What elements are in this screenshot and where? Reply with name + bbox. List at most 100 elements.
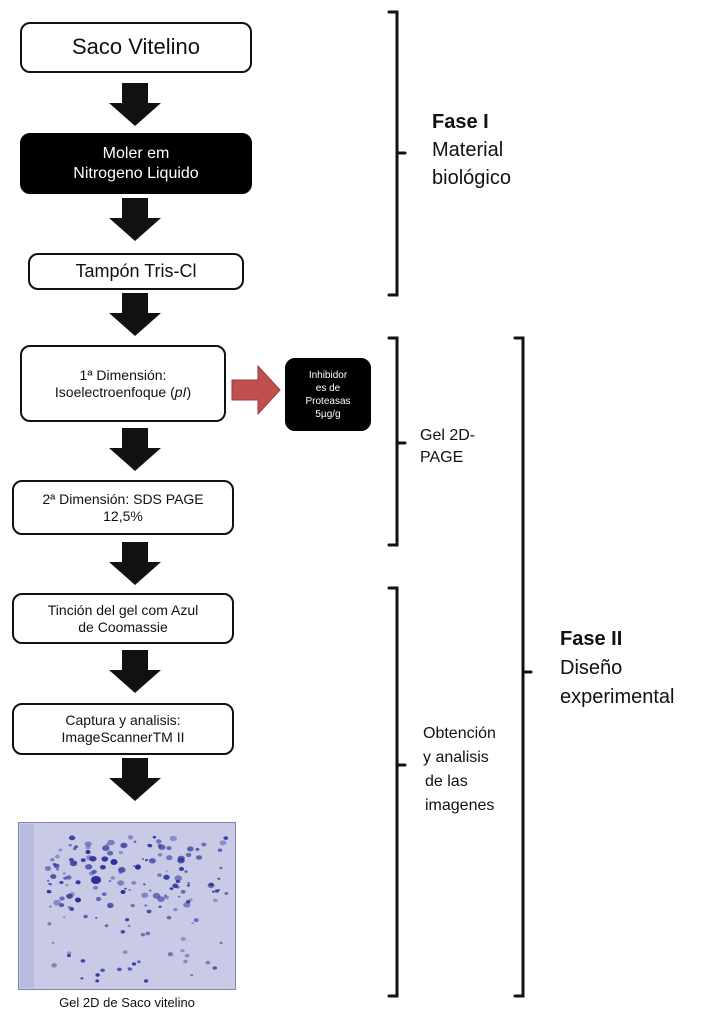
gel-spot [124,887,127,890]
bracket-fase1 [387,10,407,297]
gel-spot [189,898,193,902]
gel-spot [127,924,131,928]
gel-spot [186,884,190,887]
gel-spot [47,922,52,926]
gel-spot [118,867,126,873]
gel-spot [118,850,124,855]
gel-spot [127,967,131,970]
down-arrow-3 [109,293,161,336]
step-tampon: Tampón Tris-Cl [28,253,244,290]
gel-spot [149,889,152,892]
gel-spot [130,904,135,908]
gel-spot [132,865,136,867]
gel-spot [180,936,186,942]
gel-spot [140,933,146,937]
fase1-label: Fase I Material biológico [432,111,511,189]
gel-spot [75,880,81,885]
gel-spot [52,863,56,866]
gel-spot [128,889,131,891]
gel-spot [158,846,161,848]
gel-spot [214,889,220,893]
gel-spot [158,905,162,908]
gel-spot [49,891,52,894]
gel-spot [120,842,128,849]
step-primera-dimension: 1ª Dimensión: Isoelectroenfoque (pI) [20,345,226,422]
gel-spot [84,841,92,847]
gel-spot [166,855,173,861]
gel-spot [164,894,167,897]
gel-spot [53,899,61,906]
gel-spot [157,843,162,847]
gel-spot [195,847,200,852]
gel-caption: Gel 2D de Saco vitelino [59,995,195,1010]
gel-spot [219,941,223,945]
dim1-line2: Isoelectroenfoque (pI) [54,383,192,400]
gel-spot [59,896,65,901]
gel-spot [107,850,114,856]
gel-spot [183,959,188,964]
gel-spot [65,875,72,880]
gel-spot [219,866,223,870]
gel-spot [212,898,218,903]
gel-spot [74,845,78,849]
gel-spot [69,907,75,911]
gel-spot [141,858,145,860]
gel-spot [131,881,137,885]
gel-spot [146,909,152,914]
gel-spot [46,879,50,882]
gel-spot [177,855,185,862]
gel-spot [101,892,107,896]
gel-spot [99,865,106,870]
gel-spot-large [91,876,101,884]
gel-spot [50,874,57,879]
gel-spot [80,977,84,980]
gel-spot [143,979,149,983]
gel-spot [187,846,194,852]
gel-spot [164,895,169,900]
gel-spot [80,858,86,863]
gel-spot [193,918,199,923]
gel-spot [55,854,60,859]
step-tincion: Tinción del gel com Azul de Coomassie [12,593,234,644]
gel-spot [95,917,98,919]
inhibitor-box: Inhibidor es de Proteasas 5µg/g [285,358,371,431]
gel-spot-large [120,890,126,894]
gel-spot [128,967,133,971]
gel-spot [176,885,180,889]
gel-spot [127,835,134,840]
gel-spot [169,887,174,890]
gel-spot [173,908,178,912]
bracket-fase2 [513,336,533,998]
gel-spot-large [135,864,141,870]
gel-spot [169,835,177,842]
gel-spot [196,855,203,860]
gel-spot [207,882,215,889]
gel-spot [59,903,65,908]
gel-spot [212,890,215,893]
gel-spot [62,872,66,875]
gel-spot [219,840,227,846]
gel-spot [73,860,77,864]
gel-spot [50,858,55,862]
gel-spot [157,853,163,857]
gel-spot [117,880,125,886]
gel-spot [93,885,99,890]
gel-spot [217,848,223,852]
gel-spot [224,892,229,895]
gel-spot [66,893,73,899]
gel-spot [212,966,218,970]
gel-spot [110,876,116,880]
gel-spot [105,843,110,847]
gel-spot [201,842,207,847]
fase2-label: Fase II Diseño experimental [560,628,675,708]
gel-spot [66,951,72,955]
gel-spot [104,924,109,928]
step-moler: Moler em Nitrogeno Liquido [20,133,252,194]
down-arrow-1 [109,83,161,126]
gel-spot [56,868,59,871]
gel-spot [59,880,64,885]
down-arrow-4 [109,428,161,471]
gel-spot [156,839,162,844]
gel-spot [51,941,55,944]
gel-spot [67,905,72,909]
